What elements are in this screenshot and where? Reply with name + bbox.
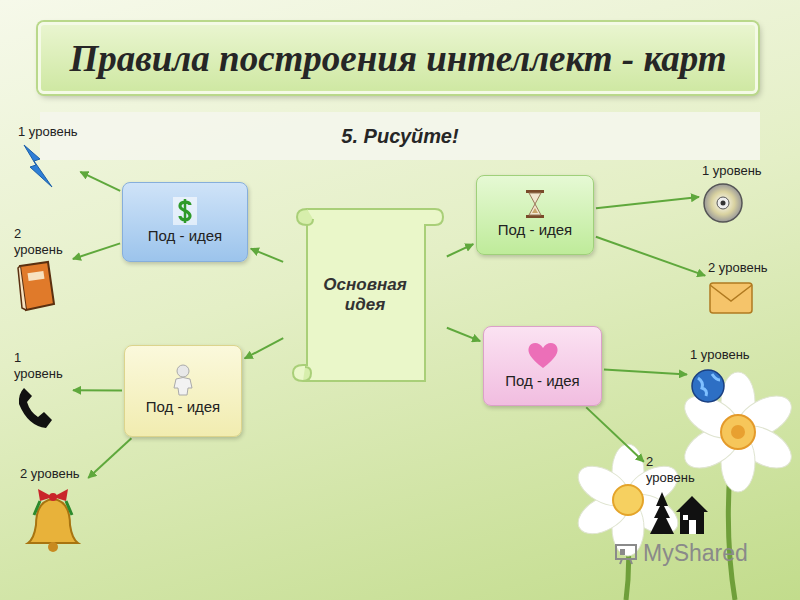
level-label: 2 уровень: [646, 454, 702, 485]
branch-arrow: [447, 244, 473, 256]
branch-arrow: [596, 197, 699, 208]
bell-icon: [20, 485, 86, 555]
level-label: 1 уровень: [18, 124, 78, 140]
level-item: 2 уровень: [14, 226, 70, 312]
level-item: 1 уровень: [14, 350, 70, 430]
globe-icon: [690, 366, 726, 406]
envelope-icon: [708, 279, 754, 315]
level-item: 1 уровень: [702, 163, 762, 224]
person-icon: [168, 364, 198, 396]
level-item: 2 уровень: [20, 466, 86, 555]
branch-arrow: [245, 338, 284, 358]
branch-arrow: [596, 237, 705, 276]
branch-arrow: [586, 407, 644, 461]
main-idea-label: Основная идея: [310, 275, 420, 315]
sub-idea-box: Под - идея: [476, 175, 594, 255]
branch-arrow: [88, 438, 131, 478]
level-label: 1 уровень: [14, 350, 70, 381]
book-icon: [14, 260, 58, 312]
sub-idea-label: Под - идея: [148, 227, 222, 244]
level-item: 2 уровень: [646, 454, 712, 536]
sub-idea-label: Под - идея: [505, 372, 579, 389]
dollar-icon: [173, 197, 197, 225]
hourglass-icon: [525, 189, 545, 219]
level-label: 2 уровень: [708, 260, 768, 276]
heart-icon: [526, 340, 560, 370]
lightning-icon: [18, 143, 56, 189]
sub-idea-label: Под - идея: [498, 221, 572, 238]
branch-arrow: [251, 249, 283, 262]
watermark-text: MyShared: [643, 540, 748, 567]
level-item: 1 уровень: [690, 347, 750, 406]
level-item: 1 уровень: [18, 124, 78, 189]
sub-idea-box: Под - идея: [124, 345, 242, 437]
daffodil-flower: [572, 444, 685, 600]
branch-arrow: [447, 328, 480, 341]
watermark-icon: [614, 543, 640, 565]
slide-title: Правила построения интеллект - карт: [69, 37, 726, 80]
level-label: 2 уровень: [20, 466, 80, 482]
main-idea-scroll: Основная идея: [285, 195, 445, 395]
watermark: MyShared: [614, 540, 748, 567]
sub-idea-label: Под - идея: [146, 398, 220, 415]
level-label: 2 уровень: [14, 226, 70, 257]
cd-icon: [702, 182, 744, 224]
branch-arrow: [73, 389, 122, 391]
title-banner: Правила построения интеллект - карт: [38, 22, 758, 94]
house-icon: [646, 488, 712, 536]
sub-idea-box: Под - идея: [483, 326, 602, 406]
branch-arrow: [80, 172, 120, 191]
heading-band: 5. Рисуйте!: [40, 112, 760, 160]
step-heading: 5. Рисуйте!: [341, 125, 458, 148]
sub-idea-box: Под - идея: [122, 182, 248, 262]
level-label: 1 уровень: [690, 347, 750, 363]
branch-arrow: [73, 243, 120, 259]
level-label: 1 уровень: [702, 163, 762, 179]
phone-icon: [14, 384, 54, 430]
branch-arrow: [604, 370, 687, 375]
level-item: 2 уровень: [708, 260, 768, 315]
